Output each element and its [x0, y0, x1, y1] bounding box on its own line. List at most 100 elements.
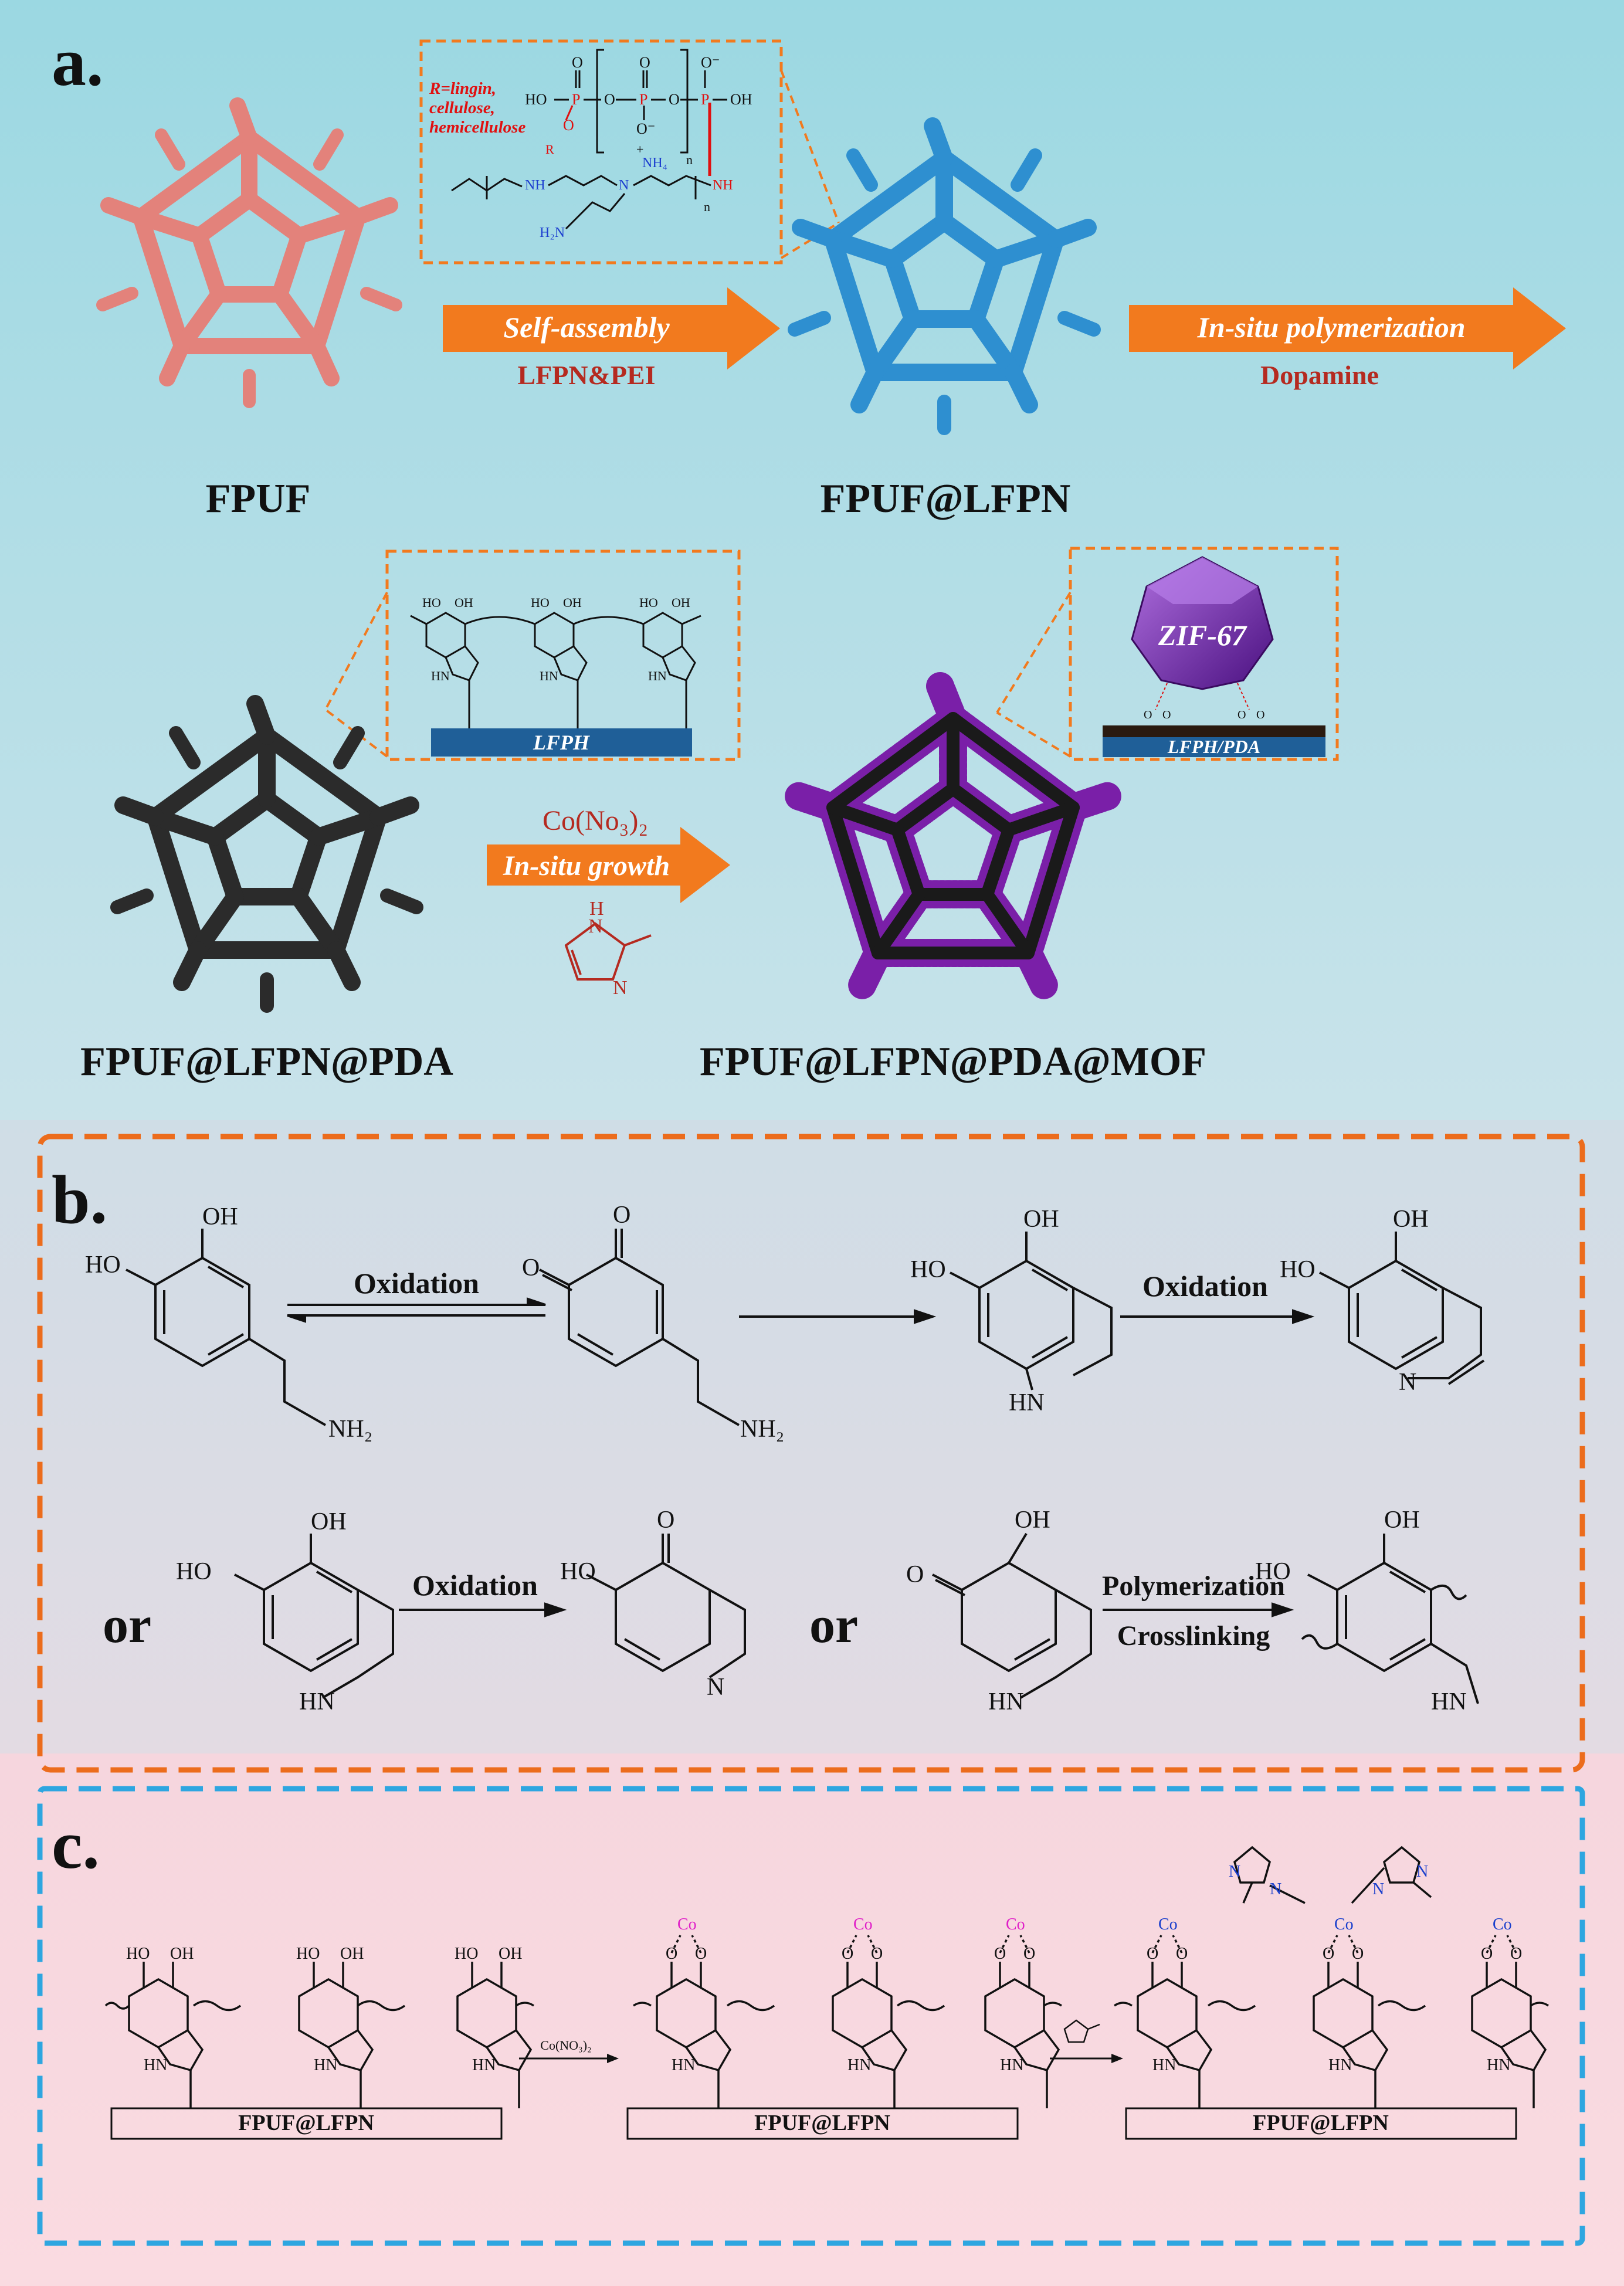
lfph-hn-1: HN: [431, 669, 450, 683]
r-group-line-3: hemicellulose: [429, 118, 525, 137]
reagent-dopamine: Dopamine: [1260, 360, 1379, 390]
panel-a: a. R=lingin, cellulose, hemicellulose HO…: [52, 23, 1566, 1084]
lfph-ho-1: HO: [422, 595, 441, 610]
foam-fpuf-lfpn-pda-label: FPUF@LFPN@PDA: [80, 1039, 453, 1084]
lfph-pda-label: LFPH/PDA: [1167, 736, 1260, 757]
panel-b-label: b.: [52, 1161, 107, 1238]
b-dopamine-nh2: NH₂: [328, 1416, 372, 1443]
imidazole-n2: N: [613, 977, 628, 999]
foam-fpuf-lfpn: [788, 117, 1101, 435]
c-ho-3: HO: [455, 1945, 478, 1963]
panel-a-background: [0, 0, 1624, 1120]
b-quinone-o-1: O: [613, 1202, 630, 1229]
c2-o-3: O: [842, 1945, 853, 1963]
c3-n-2: N: [1270, 1880, 1281, 1898]
b-crosslinking: Crosslinking: [1117, 1620, 1270, 1651]
lfph-ho-3: HO: [639, 595, 658, 610]
c-arrow-2: [1050, 2019, 1123, 2063]
zif-o-3: O: [1238, 708, 1246, 721]
foam-fpuf-lfpn-pda-mof-label: FPUF@LFPN@PDA@MOF: [700, 1039, 1206, 1084]
c-imidazole-icon: [1063, 2019, 1100, 2043]
b-poly-oh: OH: [1384, 1507, 1420, 1534]
atom-nh4: NH₄: [642, 155, 667, 171]
c3-o-1: O: [1147, 1945, 1158, 1963]
b-indole-hn: HN: [299, 1688, 335, 1715]
c3-hn-2: HN: [1328, 2056, 1352, 2074]
atom-nh-red: NH: [713, 178, 733, 193]
atom-o-top-1: O: [572, 54, 583, 71]
imidazole-n1: N: [588, 915, 603, 937]
reagent-lfpn-pei: LFPN&PEI: [517, 360, 655, 390]
c-bar-1: FPUF@LFPN: [238, 2111, 374, 2135]
foam-fpuf: [96, 97, 402, 408]
lfph-ho-2: HO: [531, 595, 550, 610]
atom-o-2: O: [669, 91, 680, 108]
atom-p-1: P: [572, 91, 580, 108]
atom-o-minus-lower: O⁻: [636, 120, 656, 137]
index-n-2: n: [704, 199, 710, 214]
b-oxidation-3: Oxidation: [412, 1569, 538, 1602]
foam-fpuf-lfpn-label: FPUF@LFPN: [821, 476, 1071, 521]
inset-lfpn-structure: R=lingin, cellulose, hemicellulose HO P …: [419, 39, 840, 264]
lfph-oh-3: OH: [672, 595, 690, 610]
lfph-oh-1: OH: [455, 595, 473, 610]
r-group-line-2: cellulose,: [429, 99, 495, 117]
panel-c: c. FPUF@LFPN FPUF@LFPN: [37, 1786, 1585, 2246]
c-oh-2: OH: [340, 1945, 364, 1963]
c-oh-3: OH: [499, 1945, 522, 1963]
panel-b-background: [0, 1120, 1624, 1753]
arrow-polymerization-text: In-situ polymerization: [1196, 311, 1465, 344]
c-bar-2: FPUF@LFPN: [754, 2111, 890, 2135]
panel-b: b.: [37, 1134, 1585, 1773]
b-iq-ho: HO: [560, 1558, 596, 1585]
c-ho-2: HO: [296, 1945, 320, 1963]
imidazole-h: H: [589, 898, 604, 920]
b-leuco-hn: HN: [1009, 1389, 1045, 1416]
b-indole-ho: HO: [176, 1558, 212, 1585]
panel-c-label: c.: [52, 1806, 100, 1883]
b-poly-ho: HO: [1255, 1558, 1291, 1585]
c-reagent-cobalt: Co(NO₃)₂: [540, 2038, 591, 2053]
b-or-1: or: [103, 1597, 151, 1654]
c2-co-2: Co: [853, 1915, 873, 1934]
c3-o-4: O: [1352, 1945, 1364, 1963]
c2-o-6: O: [1023, 1945, 1035, 1963]
foam-fpuf-lfpn-pda-mof: [784, 672, 1123, 999]
b-dopamine-oh: OH: [202, 1203, 238, 1230]
c2-hn-1: HN: [672, 2056, 695, 2074]
b-polymerization: Polymerization: [1102, 1571, 1285, 1602]
panel-b-border: [37, 1134, 1585, 1773]
atom-nh-blue: NH: [525, 178, 545, 193]
c3-co-1: Co: [1158, 1915, 1178, 1934]
c3-o-6: O: [1510, 1945, 1522, 1963]
r-group-line-1: R=lingin,: [429, 79, 496, 98]
b-quinone-o-2: O: [522, 1254, 540, 1281]
foam-fpuf-label: FPUF: [206, 476, 311, 521]
c3-o-3: O: [1323, 1945, 1334, 1963]
inset-lfph-structure: HO OH HO OH HO OH HN HN HN LFPH: [324, 550, 741, 761]
c-bar-3: FPUF@LFPN: [1253, 2111, 1389, 2135]
b-dopamine-ho: HO: [85, 1251, 121, 1278]
c-hn-1: HN: [144, 2056, 167, 2074]
lfph-oh-2: OH: [563, 595, 582, 610]
c3-o-2: O: [1176, 1945, 1188, 1963]
atom-plus: +: [636, 142, 643, 157]
b-chrome-oh: OH: [1393, 1206, 1429, 1233]
atom-h2n: H₂N: [540, 225, 565, 240]
c-oh-1: OH: [170, 1945, 194, 1963]
index-n-1: n: [686, 152, 693, 167]
c3-o-5: O: [1481, 1945, 1493, 1963]
b-chrome-ho: HO: [1280, 1256, 1316, 1283]
lfph-hn-2: HN: [540, 669, 558, 683]
b-oxidation-2: Oxidation: [1142, 1270, 1268, 1303]
panel-a-label: a.: [52, 23, 104, 100]
c-arrow-1: Co(NO₃)₂: [519, 2038, 619, 2063]
c-ho-1: HO: [126, 1945, 150, 1963]
lfph-bar-label: LFPH: [533, 731, 590, 754]
b-poly-hn: HN: [1431, 1688, 1467, 1715]
arrow-self-assembly-text: Self-assembly: [503, 311, 670, 344]
foam-fpuf-lfpn-pda: [110, 695, 423, 1013]
c2-co-3: Co: [1006, 1915, 1025, 1934]
c3-n-4: N: [1416, 1863, 1428, 1881]
